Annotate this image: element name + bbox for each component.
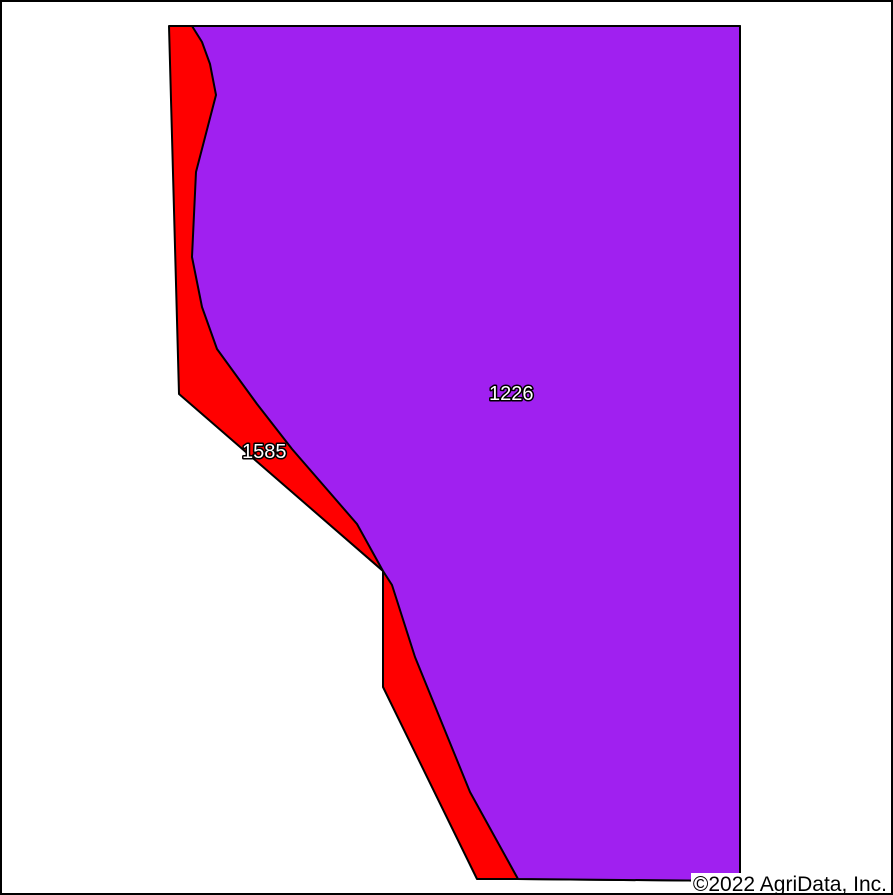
soil-label-1585: 1585 — [242, 441, 287, 463]
soil-polygon-1226[interactable] — [191, 25, 741, 882]
soil-label-1226: 1226 — [489, 383, 534, 405]
copyright-notice: ©2022 AgriData, Inc. — [690, 873, 889, 895]
